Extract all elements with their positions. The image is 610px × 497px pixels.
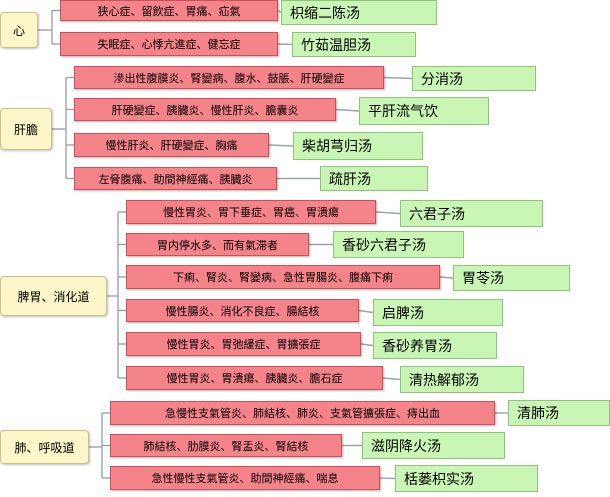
connector-line	[358, 309, 374, 314]
symptom-box: 失眠症、心悸亢進症、健忘症	[60, 32, 278, 56]
connector-line	[379, 477, 396, 480]
connector-line	[360, 343, 374, 347]
formula-box: 疏肝汤	[320, 166, 428, 191]
symptom-box: 滲出性腹膜炎、腎變病、腹水、鼓脹、肝硬變症	[74, 66, 384, 89]
symptom-box: 下痢、腎炎、腎變病、急性胃腸炎、腹痛下痢	[126, 265, 440, 289]
formula-box: 柴胡芎归汤	[293, 132, 423, 160]
symptom-box: 慢性腸炎、消化不良症、腸結核	[126, 299, 359, 322]
symptom-box: 肺結核、肋膜炎、腎盂炎、腎結核	[110, 434, 342, 457]
formula-box: 胃苓汤	[453, 265, 570, 291]
formula-box: 香砂养胃汤	[373, 332, 497, 359]
symptom-box: 慢性胃炎、胃潰瘍、胰臓炎、膽石症	[126, 366, 383, 390]
connector-line	[382, 377, 401, 381]
formula-box: 枳缩二陈汤	[281, 0, 437, 25]
symptom-box: 胃内停水多、而有氣滞者	[126, 233, 309, 256]
connector-line	[277, 43, 293, 46]
symptom-box: 急性慢性支氣管炎、助間神經痛、喘息	[110, 466, 380, 490]
symptom-box: 慢性肝炎、肝硬變症、胸痛	[74, 133, 269, 157]
formula-box: 香砂六君子汤	[333, 231, 464, 258]
symptom-box: 左脅腹痛、助間神經痛、胰臓炎	[74, 167, 277, 190]
connector-line	[439, 276, 454, 279]
formula-box: 启脾汤	[373, 299, 503, 326]
category-liver-gallbladder: 肝膽	[0, 108, 52, 150]
category-spleen-stomach: 脾胃、消化道	[0, 276, 107, 316]
formula-box: 清肺汤	[508, 400, 610, 426]
connector-line	[277, 9, 282, 14]
connector-line	[335, 108, 360, 112]
connector-line	[268, 144, 294, 147]
symptom-box: 慢性胃炎、胃下垂症、胃癌、胃潰瘍	[126, 200, 376, 224]
formula-box: 平肝流气饮	[359, 97, 489, 125]
formula-box: 栝蒌枳实汤	[395, 465, 538, 492]
symptom-box: 急慢性支氣管炎、肺結核、肺炎、支氣管擴張症、痔出血	[110, 401, 495, 425]
formula-box: 竹茹温胆汤	[292, 32, 416, 57]
formula-box: 六君子汤	[400, 200, 543, 227]
formula-box: 清热解郁汤	[400, 366, 524, 393]
category-heart: 心	[0, 12, 38, 48]
connector-line	[383, 76, 413, 80]
symptom-box: 狭心症、留飲症、胃痛、疝氣	[60, 0, 278, 21]
formula-box: 滋阴降火汤	[362, 432, 505, 459]
formula-box: 分消汤	[412, 66, 536, 91]
symptom-box: 慢性胃炎、胃弛緩症、胃擴張症	[126, 332, 361, 356]
symptom-box: 肝硬變症、胰臓炎、慢性肝炎、膽囊炎	[74, 98, 336, 121]
category-lung-respiratory: 肺、呼吸道	[0, 430, 89, 464]
connector-line	[375, 211, 401, 215]
